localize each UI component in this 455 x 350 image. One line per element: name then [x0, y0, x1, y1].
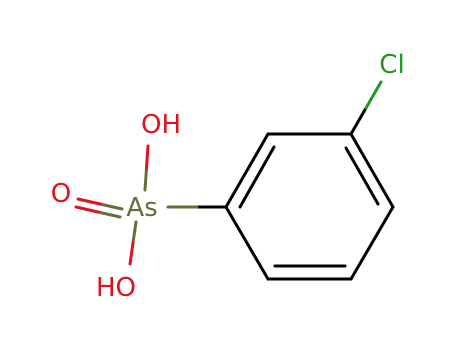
arsenic-label: As [126, 193, 157, 223]
ring-bond-c3-c4 [349, 132, 395, 209]
as-o-double-bond [74, 197, 124, 219]
ring-bond-c4-c5 [349, 205, 395, 281]
ring-inner-bond-right [344, 146, 380, 206]
ring-bond-c6-c1 [224, 205, 270, 281]
benzene-ring [224, 132, 395, 281]
c-cl-bond [349, 80, 383, 136]
oxygen-double-label: O [51, 179, 71, 209]
ring-inner-bond-left [238, 145, 276, 209]
hydroxyl-top-label: OH [141, 110, 181, 140]
ring-bond-c1-c2 [224, 132, 270, 209]
as-oh-bottom-bond [128, 220, 138, 266]
as-oh-top-bond [143, 144, 150, 192]
hydroxyl-bottom-label: HO [96, 273, 136, 303]
chlorine-label: Cl [379, 50, 404, 80]
